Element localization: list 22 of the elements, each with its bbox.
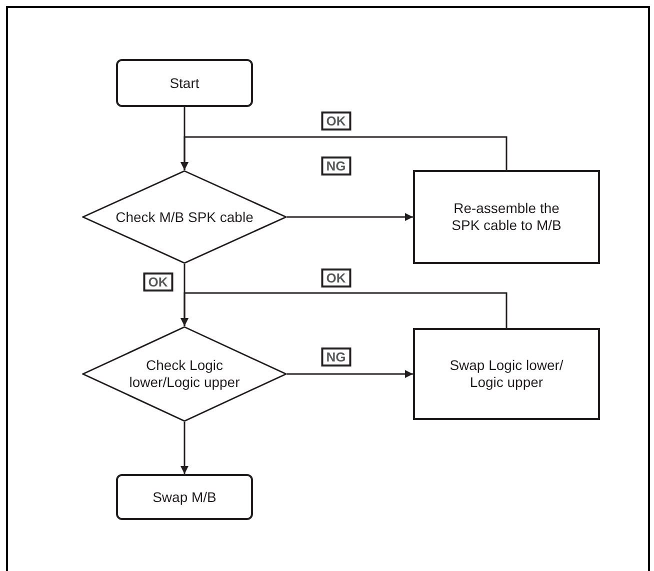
arrow (287, 213, 413, 221)
terminal-box (116, 59, 253, 107)
process-box (413, 328, 600, 420)
edge-label: OK (321, 268, 351, 288)
decision-diamond (82, 326, 287, 422)
edge-label: OK (321, 112, 351, 130)
terminal-box (116, 474, 253, 520)
arrow (287, 370, 413, 378)
edge-label: NG (321, 348, 351, 366)
edge-label: NG (321, 156, 351, 176)
node-text: Check Logic lower/Logic upper (128, 357, 241, 391)
arrow (180, 136, 508, 170)
decision-diamond (82, 170, 287, 264)
arrow (180, 292, 508, 328)
node-text: Swap M/B (152, 488, 218, 506)
edge-label: OK (143, 272, 173, 292)
node-text: Swap Logic lower/ Logic upper (448, 357, 564, 391)
arrow (180, 422, 188, 474)
process-box (413, 170, 600, 264)
node-text: Start (168, 74, 200, 92)
node-text: Re-assemble the SPK cable to M/B (450, 200, 562, 234)
node-text: Check M/B SPK cable (116, 208, 254, 226)
